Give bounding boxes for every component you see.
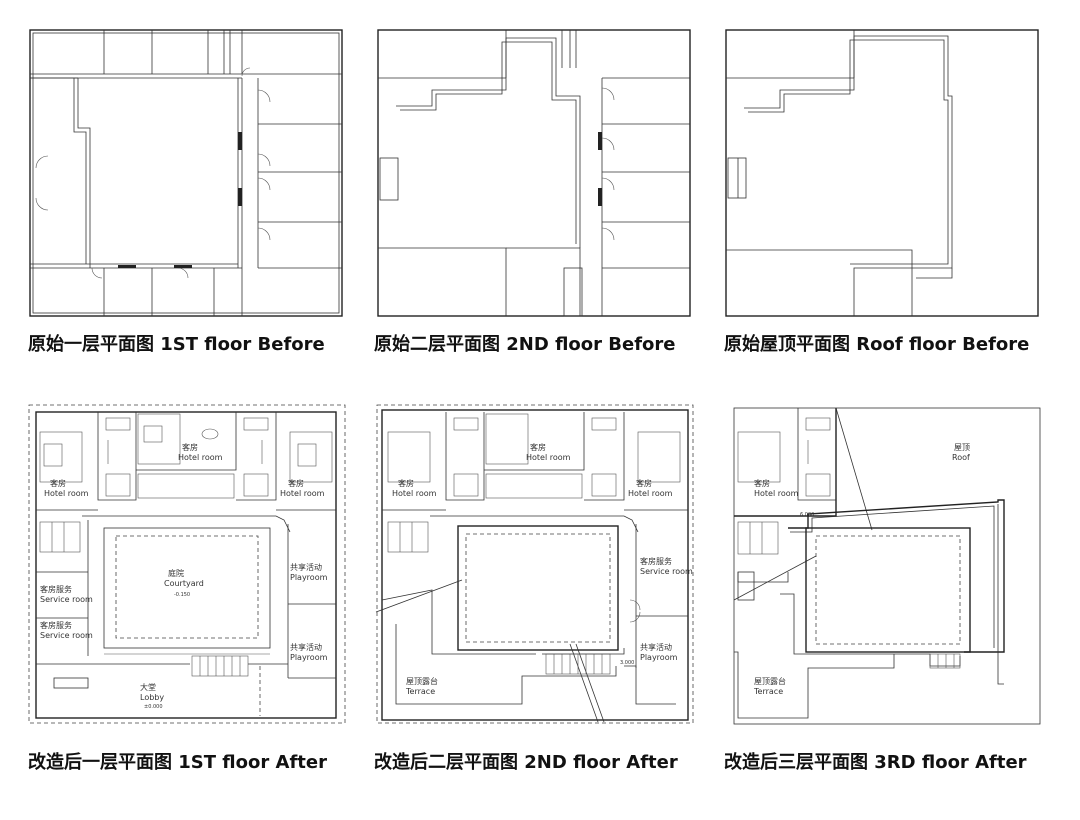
label-playroom-en-b: Playroom (290, 653, 328, 662)
label-roof-cn: 屋顶 (954, 443, 970, 452)
level-lobby: ±0.000 (144, 704, 163, 710)
label-playroom-en-c: Playroom (640, 653, 678, 662)
plan-2nd-after-drawing: 客房 Hotel room 客房 Hotel room 客房 Hotel roo… (375, 404, 694, 724)
caption-2nd-floor-before: 原始二层平面图 2ND floor Before (374, 334, 676, 355)
label-lobby-cn: 大堂 (140, 682, 156, 692)
plan-2nd-before-drawing (377, 29, 691, 317)
plan-3rd-after-drawing: 客房 Hotel room 屋顶 Roof 6.000 屋顶露台 Terrace (733, 407, 1041, 725)
caption-2nd-floor-after: 改造后二层平面图 2ND floor After (374, 752, 678, 773)
plan-1st-floor-after: 客房 Hotel room 客房 Hotel room 客房 Hotel roo… (28, 404, 346, 726)
label-service-room-cn-a: 客房服务 (40, 584, 72, 594)
label-hotel-room-en-g: Hotel room (754, 489, 799, 498)
label-hotel-room-en-c: Hotel room (280, 489, 325, 498)
plan-1st-after-drawing: 客房 Hotel room 客房 Hotel room 客房 Hotel roo… (28, 404, 346, 724)
label-hotel-room-en-b: Hotel room (178, 453, 223, 462)
plan-2nd-floor-after: 客房 Hotel room 客房 Hotel room 客房 Hotel roo… (375, 404, 694, 726)
label-hotel-room-en-d: Hotel room (392, 489, 437, 498)
label-hotel-room-cn-b: 客房 (182, 442, 198, 452)
label-service-room-cn-c: 客房服务 (640, 556, 672, 566)
label-hotel-room-en-a: Hotel room (44, 489, 89, 498)
label-terrace-cn-a: 屋顶露台 (406, 676, 438, 686)
plan-roof-floor-before (724, 28, 1042, 320)
label-lobby-en: Lobby (140, 693, 164, 702)
caption-3rd-floor-after: 改造后三层平面图 3RD floor After (724, 752, 1027, 773)
label-hotel-room-cn-a: 客房 (50, 478, 66, 488)
plan-1st-floor-before (28, 28, 346, 320)
level-second: 3.000 (620, 660, 634, 666)
plan-1st-before-drawing (29, 29, 343, 317)
label-hotel-room-cn-g: 客房 (754, 478, 770, 488)
plan-roof-before-drawing (725, 29, 1039, 317)
label-roof-en: Roof (952, 453, 970, 462)
label-hotel-room-cn-e: 客房 (530, 442, 546, 452)
label-hotel-room-cn-f: 客房 (636, 478, 652, 488)
label-hotel-room-en-e: Hotel room (526, 453, 571, 462)
level-courtyard: -0.150 (174, 592, 190, 598)
level-third: 6.000 (800, 512, 814, 518)
label-service-room-en-b: Service room (40, 631, 93, 640)
label-service-room-en-c: Service room (640, 567, 693, 576)
plan-3rd-floor-after: 客房 Hotel room 屋顶 Roof 6.000 屋顶露台 Terrace (724, 404, 1042, 726)
plan-2nd-floor-before (376, 28, 694, 320)
caption-1st-floor-before: 原始一层平面图 1ST floor Before (28, 334, 325, 355)
caption-1st-floor-after: 改造后一层平面图 1ST floor After (28, 752, 327, 773)
label-playroom-cn-a: 共享活动 (290, 562, 322, 572)
label-terrace-en-a: Terrace (405, 687, 435, 696)
label-courtyard-cn: 庭院 (168, 568, 184, 578)
label-hotel-room-cn-d: 客房 (398, 478, 414, 488)
label-terrace-en-b: Terrace (753, 687, 783, 696)
label-playroom-cn-c: 共享活动 (640, 642, 672, 652)
label-service-room-cn-b: 客房服务 (40, 620, 72, 630)
label-hotel-room-cn-c: 客房 (288, 478, 304, 488)
label-hotel-room-en-f: Hotel room (628, 489, 673, 498)
label-playroom-cn-b: 共享活动 (290, 642, 322, 652)
label-service-room-en-a: Service room (40, 595, 93, 604)
label-terrace-cn-b: 屋顶露台 (754, 676, 786, 686)
caption-roof-floor-before: 原始屋顶平面图 Roof floor Before (724, 334, 1030, 355)
label-courtyard-en: Courtyard (164, 579, 204, 588)
label-playroom-en-a: Playroom (290, 573, 328, 582)
